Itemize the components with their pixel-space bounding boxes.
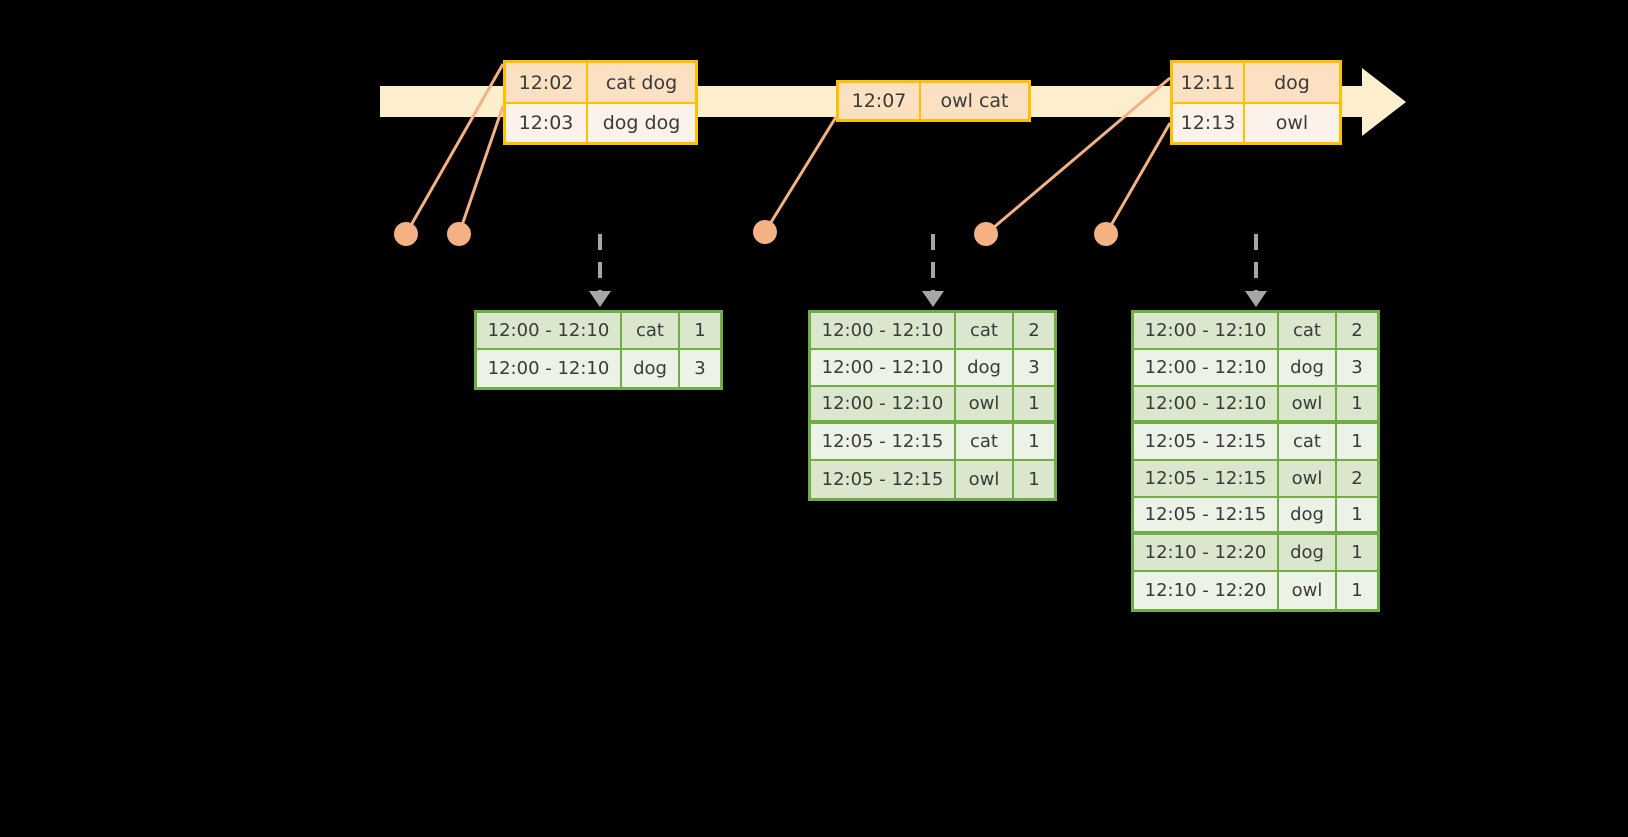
cell-count: 1 — [1351, 431, 1363, 452]
cell-window: 12:05 - 12:15 — [1134, 424, 1279, 459]
event-row: 12:11 dog — [1173, 63, 1339, 103]
cell-window: 12:00 - 12:10 — [811, 313, 956, 348]
event-words: owl cat — [940, 90, 1009, 112]
cell-word: cat — [956, 424, 1014, 459]
connector-dot-3 — [753, 220, 777, 244]
cell-window: 12:00 - 12:10 — [477, 350, 622, 387]
cell-word: owl — [956, 461, 1014, 498]
cell-word: owl — [1279, 461, 1337, 496]
timeline-arrowhead-icon — [1362, 68, 1406, 136]
connector-line-2 — [457, 105, 505, 235]
dashed-arrow-3-head-icon — [1245, 291, 1267, 307]
cell-window: 12:00 - 12:10 — [1134, 313, 1279, 348]
connector-line-3 — [763, 116, 838, 233]
cell-word: owl — [956, 387, 1014, 420]
cell-word: owl — [1279, 387, 1337, 420]
event-row: 12:13 owl — [1173, 102, 1339, 142]
cell-word: dog — [1279, 535, 1337, 570]
cell-word: dog — [1279, 498, 1337, 531]
cell-count: 2 — [1351, 468, 1363, 489]
cell-word: dog — [956, 350, 1014, 385]
cell-window: 12:10 - 12:20 — [1134, 535, 1279, 570]
cell-count: 1 — [1351, 580, 1363, 601]
event-words: dog dog — [602, 112, 681, 135]
cell-count: 2 — [1028, 320, 1040, 341]
cell-count: 3 — [1351, 357, 1363, 378]
cell-word: dog — [1279, 350, 1337, 385]
event-words: dog — [1274, 71, 1310, 94]
cell-count: 2 — [1351, 320, 1363, 341]
event-words: cat dog — [605, 71, 678, 94]
cell-count: 1 — [1028, 469, 1040, 490]
cell-count: 1 — [694, 320, 706, 341]
event-row: 12:02 cat dog — [506, 63, 695, 103]
cell-count: 1 — [1351, 542, 1363, 563]
cell-count: 3 — [1028, 357, 1040, 378]
cell-count: 1 — [1028, 393, 1040, 414]
connector-dot-5 — [1094, 222, 1118, 246]
cell-window: 12:05 - 12:15 — [811, 461, 956, 498]
connector-dot-1 — [394, 222, 418, 246]
cell-window: 12:10 - 12:20 — [1134, 572, 1279, 609]
cell-window: 12:05 - 12:15 — [811, 424, 956, 459]
dashed-arrow-2-head-icon — [922, 291, 944, 307]
event-row: 12:07 owl cat — [839, 83, 1028, 119]
cell-count: 1 — [1351, 393, 1363, 414]
cell-window: 12:00 - 12:10 — [1134, 350, 1279, 385]
cell-window: 12:00 - 12:10 — [811, 387, 956, 420]
cell-word: dog — [622, 350, 680, 387]
connector-line-5 — [1104, 122, 1172, 235]
event-group-1[interactable]: 12:02 cat dog 12:03 dog dog — [503, 60, 698, 145]
cell-window: 12:05 - 12:15 — [1134, 461, 1279, 496]
event-group-3[interactable]: 12:11 dog 12:13 owl — [1170, 60, 1342, 145]
cell-window: 12:00 - 12:10 — [1134, 387, 1279, 420]
cell-word: owl — [1279, 572, 1337, 609]
connector-dot-2 — [447, 222, 471, 246]
dashed-arrow-1-head-icon — [589, 291, 611, 307]
event-row: 12:03 dog dog — [506, 102, 695, 142]
event-time: 12:13 — [1173, 104, 1245, 142]
cell-window: 12:00 - 12:10 — [811, 350, 956, 385]
event-time: 12:11 — [1173, 63, 1245, 103]
cell-window: 12:00 - 12:10 — [477, 313, 622, 348]
cell-word: cat — [622, 313, 680, 348]
event-time: 12:02 — [506, 63, 588, 103]
event-words: owl — [1275, 112, 1309, 135]
connector-dot-4 — [974, 222, 998, 246]
cell-word: cat — [1279, 313, 1337, 348]
cell-count: 3 — [694, 358, 706, 379]
cell-window: 12:05 - 12:15 — [1134, 498, 1279, 531]
cell-word: cat — [1279, 424, 1337, 459]
event-group-2[interactable]: 12:07 owl cat — [836, 80, 1031, 122]
cell-word: cat — [956, 313, 1014, 348]
event-time: 12:07 — [839, 83, 921, 119]
cell-count: 1 — [1028, 431, 1040, 452]
cell-count: 1 — [1351, 504, 1363, 525]
event-time: 12:03 — [506, 104, 588, 142]
